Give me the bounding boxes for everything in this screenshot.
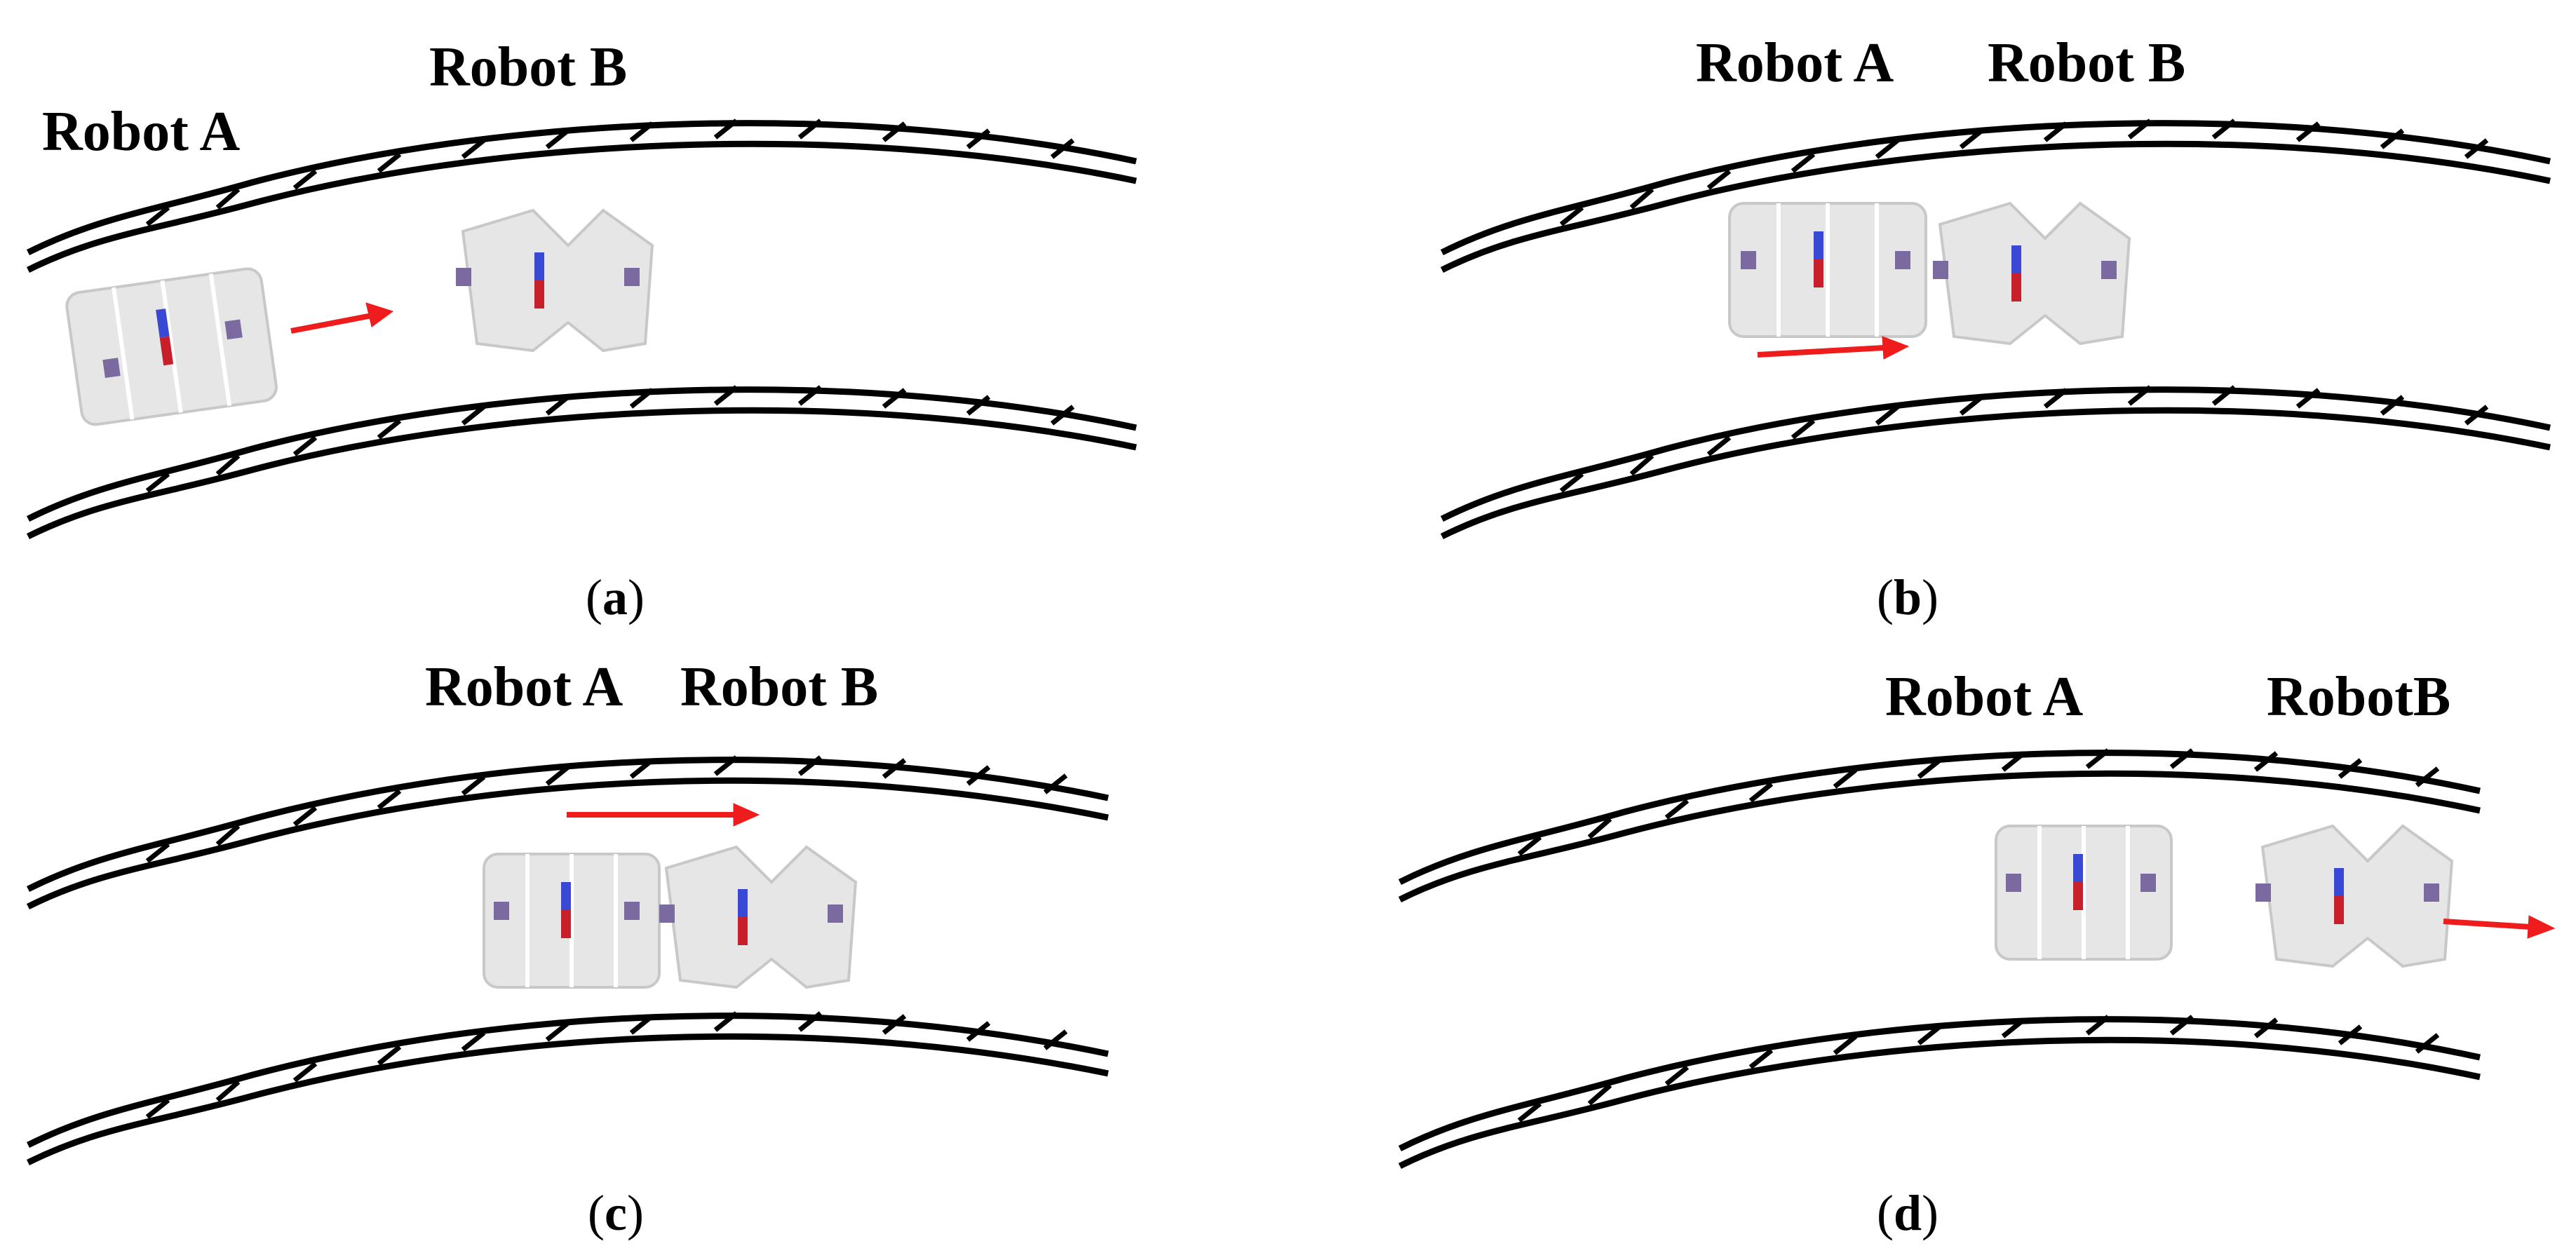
label-robot-a: Robot A xyxy=(42,101,241,163)
pipe-upper-wall xyxy=(1398,750,2481,903)
pipe-lower-wall xyxy=(26,386,1137,540)
pipe-lower-wall xyxy=(26,1012,1109,1166)
label-robot-b: Robot B xyxy=(1988,32,2186,94)
robot-b-body xyxy=(1933,201,2131,346)
robot-a-body xyxy=(1995,825,2173,961)
pipe-upper-ribs xyxy=(1517,748,2440,856)
robot-a-body xyxy=(1728,202,1927,338)
caption-c: (c) xyxy=(588,1185,644,1241)
pipe-upper-ribs xyxy=(145,755,1068,863)
robot-a-body xyxy=(65,267,278,426)
robot-b-body xyxy=(659,845,858,989)
caption-a: (a) xyxy=(586,569,645,625)
robot-b-body xyxy=(2255,824,2454,968)
motion-arrow xyxy=(2443,915,2556,939)
robot-b-body xyxy=(456,208,654,353)
pipe-lower-ribs xyxy=(145,1011,1068,1119)
motion-arrow xyxy=(567,803,760,827)
panel-b: Robot A Robot B (b) xyxy=(1288,0,2575,630)
label-robot-b: Robot B xyxy=(429,36,628,98)
pipe-lower-wall xyxy=(1398,1016,2481,1170)
label-robot-a: Robot A xyxy=(1885,666,2084,728)
motion-arrow xyxy=(1757,336,1910,360)
pipe-diagram-b xyxy=(1440,118,2551,540)
label-robot-a: Robot A xyxy=(1696,32,1894,94)
pipe-upper-ribs xyxy=(1559,118,2489,226)
panel-a: Robot A Robot B (a) xyxy=(0,0,1288,630)
pipe-lower-ribs xyxy=(145,385,1075,493)
label-robot-a: Robot A xyxy=(425,656,623,718)
pipe-upper-wall xyxy=(26,120,1137,273)
pipe-diagram-d xyxy=(1398,748,2556,1170)
pipe-lower-ribs xyxy=(1559,385,2489,493)
label-robot-b: Robot B xyxy=(680,656,879,718)
pipe-upper-wall xyxy=(26,757,1109,910)
caption-d: (d) xyxy=(1877,1185,1939,1241)
panel-c: Robot A Robot B (c) xyxy=(0,630,1288,1259)
pipe-lower-wall xyxy=(1440,386,2551,540)
pipe-lower-ribs xyxy=(1517,1015,2440,1123)
pipe-upper-ribs xyxy=(145,118,1075,226)
caption-b: (b) xyxy=(1877,569,1939,625)
pipe-diagram-a xyxy=(26,118,1137,540)
motion-arrow xyxy=(290,302,394,334)
pipe-upper-wall xyxy=(1440,120,2551,273)
label-robot-b: RobotB xyxy=(2267,666,2451,728)
robot-a-body xyxy=(483,853,661,989)
panel-d: Robot A RobotB (d) xyxy=(1288,630,2575,1259)
pipe-diagram-c xyxy=(26,755,1109,1166)
